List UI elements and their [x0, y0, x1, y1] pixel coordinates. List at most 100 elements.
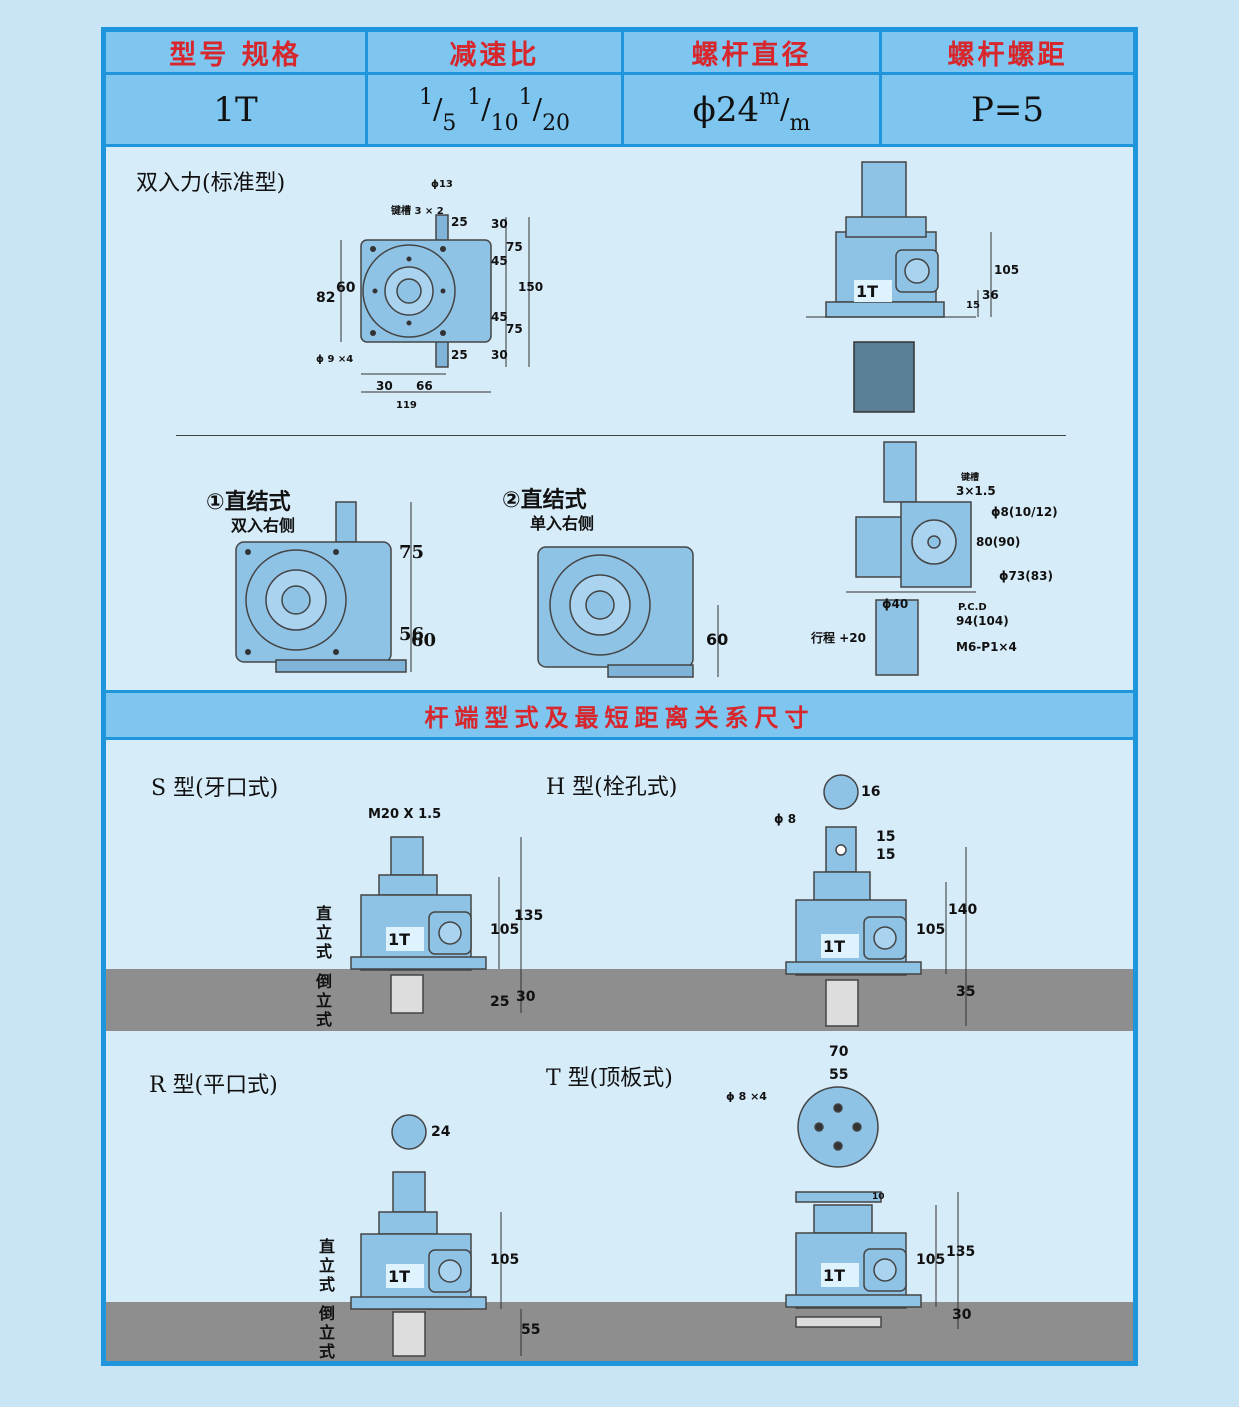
upright-label-s: 直立式: [315, 904, 332, 961]
s-dim-135: 135: [514, 908, 544, 924]
flange-tube: ϕ40: [882, 597, 909, 611]
direct1-dim-60: 60: [411, 630, 437, 651]
h-dim-16: 16: [861, 784, 881, 800]
header-model: 型号 规格: [106, 32, 368, 72]
flange-pcd-label: P.C.D: [958, 602, 987, 613]
flange-bolts: M6-P1×4: [956, 640, 1017, 654]
t-type-title: T 型(顶板式): [546, 1066, 673, 1091]
dim-82: 82: [316, 290, 336, 306]
t-dim-135: 135: [946, 1244, 976, 1260]
direct-option2-subtitle: 单入右侧: [530, 514, 595, 533]
r-dim-55: 55: [521, 1322, 541, 1338]
dim-30-base: 30: [376, 379, 393, 393]
direct-option2-drawing: [537, 546, 719, 678]
dim-75-bottom: 75: [506, 322, 523, 336]
keyway-label: 键槽 3 × 2: [391, 206, 444, 217]
spec-table: 型号 规格 减速比 螺杆直径 螺杆螺距 1T 1/5 1/10 1/20 ϕ 2…: [106, 32, 1133, 144]
dim-30-bottom: 30: [491, 348, 508, 362]
svg-text:1T: 1T: [823, 1266, 845, 1285]
r-type-drawing: 1T: [350, 1114, 522, 1357]
dim-25-top: 25: [451, 215, 468, 229]
flange-keyway-size: 3×1.5: [956, 484, 996, 498]
inverted-label-r: 倒立式: [318, 1304, 335, 1361]
flange-keyway: 键槽: [961, 473, 980, 483]
direct2-dim-60: 60: [706, 630, 729, 649]
h-type-drawing: 1T: [785, 774, 967, 1027]
dim-15-side: 15: [966, 300, 980, 311]
direct1-dim-56: 56: [399, 624, 425, 645]
screw-diameter-value: ϕ 24 m/m: [624, 75, 882, 144]
flange-pcd: 94(104): [956, 614, 1009, 628]
header-screw-pitch: 螺杆螺距: [947, 39, 1068, 71]
ratio-1: 1/5: [418, 84, 457, 137]
r-dim-105: 105: [490, 1252, 520, 1268]
t-dim-holes: ϕ 8 ×4: [726, 1090, 767, 1103]
ground-strip-lower: [106, 1302, 1133, 1361]
motor-flange-drawing: [846, 441, 976, 676]
direct1-dim-75: 75: [399, 542, 425, 563]
t-dim-55: 55: [829, 1067, 849, 1083]
h-dim-15a: 15: [876, 829, 896, 845]
t-dim-10: 10: [872, 1192, 885, 1202]
h-dim-105: 105: [916, 922, 946, 938]
flange-shaft: ϕ8(10/12): [991, 505, 1058, 519]
t-dim-30: 30: [952, 1307, 972, 1323]
h-dim-15b: 15: [876, 847, 896, 863]
section-divider: [176, 435, 1066, 436]
ground-strip-upper: [106, 969, 1133, 1031]
h-type-title: H 型(栓孔式): [546, 775, 678, 800]
double-input-front-view: [340, 214, 530, 393]
upright-label-r: 直立式: [318, 1237, 335, 1294]
svg-text:1T: 1T: [823, 937, 845, 956]
flange-stroke: 行程 +20: [811, 631, 866, 645]
h-dim-140: 140: [948, 902, 978, 918]
spec-sheet-frame: 型号 规格 减速比 螺杆直径 螺杆螺距 1T 1/5 1/10 1/20 ϕ 2…: [101, 27, 1138, 1366]
dim-45-top: 45: [491, 254, 508, 268]
t-dim-70: 70: [829, 1044, 849, 1060]
model-value: 1T: [106, 75, 368, 144]
s-dim-30: 30: [516, 989, 536, 1005]
dim-30-top: 30: [491, 217, 508, 231]
svg-text:1T: 1T: [856, 282, 878, 301]
flange-spigot: 80(90): [976, 535, 1021, 549]
s-thread: M20 X 1.5: [368, 807, 442, 822]
dim-119: 119: [396, 400, 417, 411]
ratio-2: 1/10: [467, 84, 519, 137]
dim-45-bottom: 45: [491, 310, 508, 324]
header-ratio: 减速比: [368, 32, 624, 72]
dim-150: 150: [518, 280, 544, 294]
r-type-title: R 型(平口式): [149, 1073, 278, 1098]
s-type-drawing: 1T: [350, 836, 522, 1014]
double-input-side-view: 1T: [806, 161, 992, 413]
ratio-3: 1/20: [518, 84, 571, 137]
flange-bolt: ϕ73(83): [999, 569, 1053, 583]
rod-end-section-title: 杆端型式及最短距离关系尺寸: [424, 703, 815, 732]
screw-pitch-value: P=5: [971, 89, 1044, 130]
dim-36-side: 36: [982, 288, 999, 302]
dim-66: 66: [416, 379, 433, 393]
ratio-value: 1/5 1/10 1/20: [368, 75, 624, 144]
h-dim-hole: ϕ 8: [774, 812, 797, 826]
inverted-label-s: 倒立式: [315, 972, 332, 1029]
t-type-drawing: 1T: [785, 1086, 959, 1329]
header-screw-diameter: 螺杆直径: [624, 32, 882, 72]
s-dim-25: 25: [490, 994, 510, 1010]
holes-label: ϕ 9 ×4: [316, 354, 354, 365]
r-dim-24: 24: [431, 1124, 451, 1140]
s-dim-105: 105: [490, 922, 520, 938]
svg-text:1T: 1T: [388, 1267, 410, 1286]
svg-text:1T: 1T: [388, 930, 410, 949]
dim-105-side: 105: [994, 263, 1020, 277]
t-dim-105: 105: [916, 1252, 946, 1268]
h-dim-35: 35: [956, 984, 976, 1000]
dim-25-bottom: 25: [451, 348, 468, 362]
double-input-title: 双入力(标准型): [136, 171, 286, 196]
dim-75-top: 75: [506, 240, 523, 254]
direct-option2-title: ②直结式: [502, 488, 587, 513]
s-type-title: S 型(牙口式): [151, 776, 279, 801]
shaft-dia-label: ϕ13: [431, 179, 453, 190]
direct-option1-title: ①直结式: [206, 490, 291, 515]
direct-option1-drawing: [235, 501, 412, 673]
rod-end-section-band: 杆端型式及最短距离关系尺寸: [106, 690, 1133, 740]
direct-option1-subtitle: 双入右侧: [231, 516, 296, 535]
